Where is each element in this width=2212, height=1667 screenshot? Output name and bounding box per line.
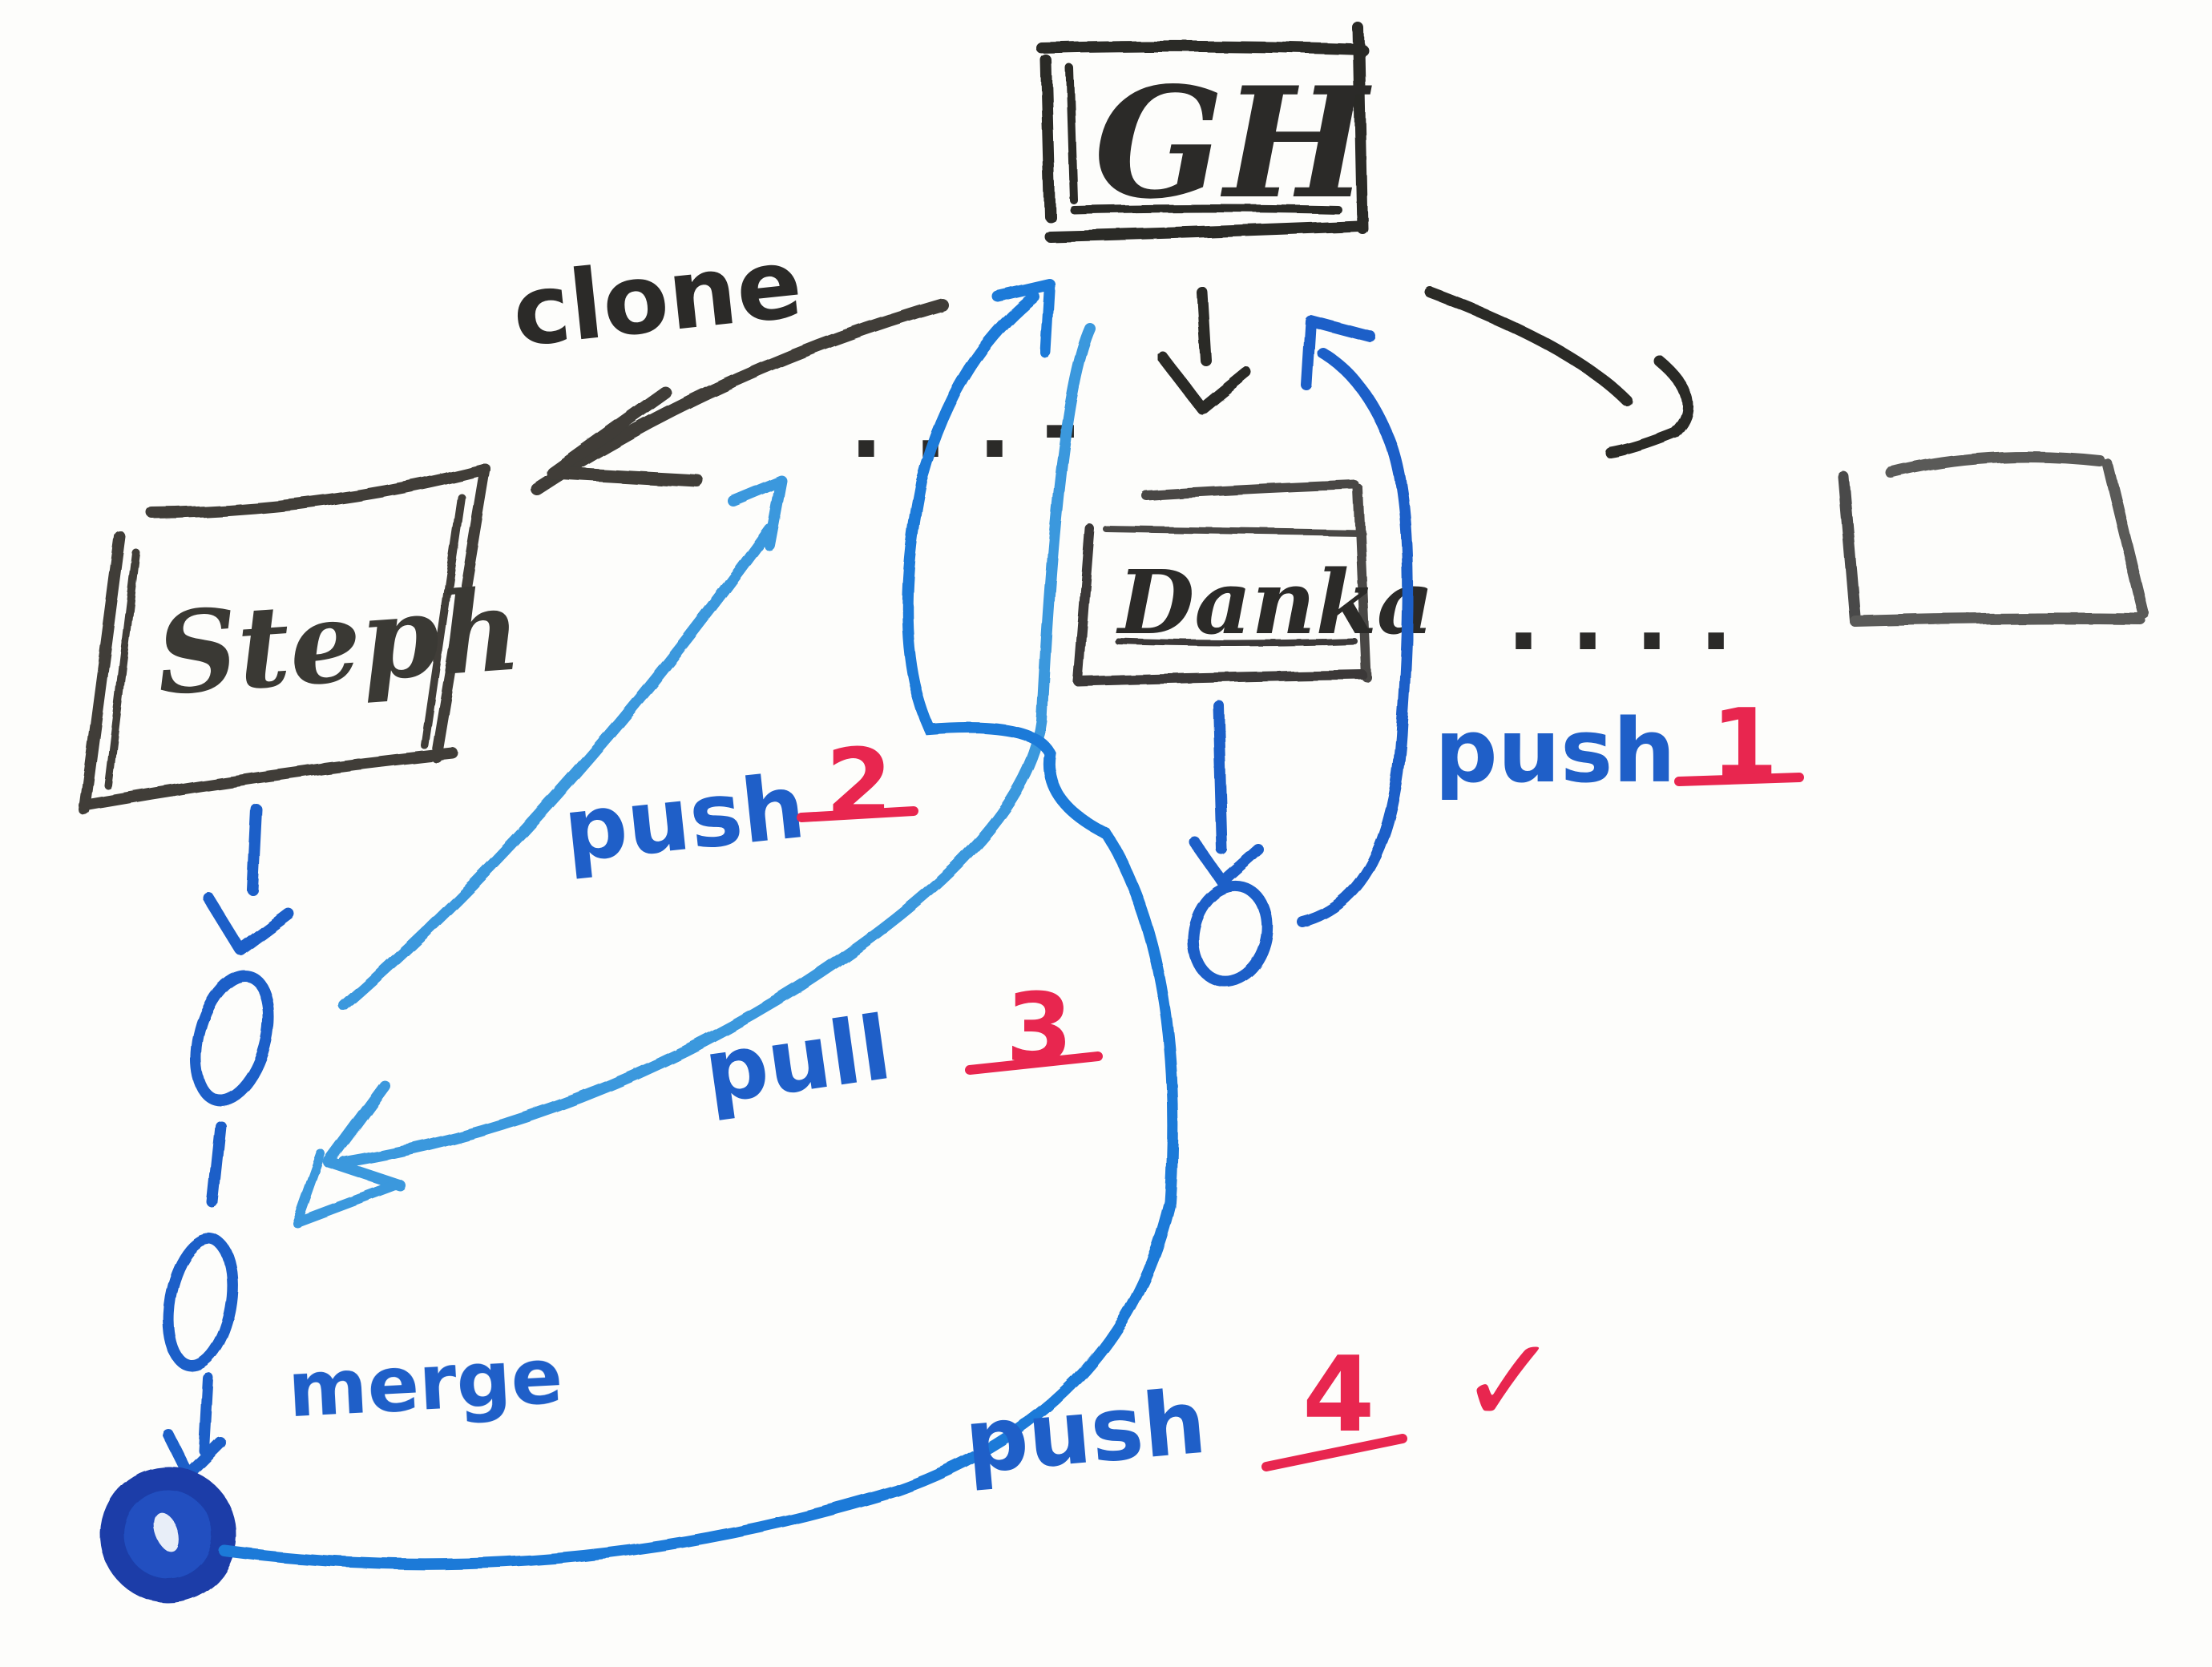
danka-box-inner-bottom (1115, 638, 1358, 647)
danka-box-inner-top (1103, 526, 1366, 536)
push2-underline (797, 806, 918, 822)
gh-box-inner-bottom (1070, 204, 1342, 214)
push2-word: push (559, 755, 809, 882)
other-box-right (2102, 459, 2149, 619)
steph-commit-1 (190, 969, 275, 1107)
danka-box-right (1354, 484, 1371, 682)
steph-box-left (79, 531, 126, 815)
pull3-arrow (292, 323, 1096, 1227)
danka-node (1073, 480, 1371, 686)
merge-label: merge (286, 1332, 565, 1435)
push2-arrow-head (728, 475, 787, 551)
push4-arrow (219, 279, 1179, 1570)
danka-box-top (1141, 480, 1359, 500)
push2-arrow (339, 475, 787, 1011)
steph-box-right (431, 463, 490, 763)
gh-box-right (1353, 22, 1368, 234)
push4-word: push (961, 1370, 1210, 1494)
danka-label: Danka (1116, 551, 1434, 654)
steph-down-arrow-head (203, 892, 294, 955)
clone-arrow-shaft (531, 298, 948, 495)
danka-commit-chain (1187, 700, 1274, 987)
steph-label: Steph (152, 564, 525, 720)
other-clone-node (1838, 451, 2149, 627)
push4-arrow-head (992, 279, 1056, 358)
clone-arrow (531, 298, 948, 495)
other-box-left (1838, 471, 1861, 627)
gh-box-inner-left (1066, 64, 1078, 204)
gh-box-bottom (1044, 220, 1364, 242)
push1-arrow-shaft (1297, 347, 1414, 927)
gh-box-top (1036, 40, 1368, 55)
steph-commit-2 (163, 1233, 238, 1372)
gh-right-arrow-head (1605, 355, 1693, 458)
danka-box-bottom (1073, 670, 1367, 686)
merge-down-arrow-shaft (199, 1373, 214, 1456)
pull3-arrow-head-2 (292, 1149, 398, 1227)
ellipsis-middle: . . . - (850, 375, 1079, 478)
danka-down-arrow-shaft (1213, 700, 1228, 855)
steph-box-inner-left (104, 549, 140, 789)
danka-commit (1187, 880, 1274, 987)
gh-node (1036, 22, 1368, 242)
push1-arrow-head (1301, 315, 1376, 390)
gh-down-arrow-shaft (1197, 287, 1212, 366)
gh-down-arrow-head (1156, 351, 1252, 414)
other-box-bottom (1850, 612, 2145, 627)
gh-label: GH (1094, 54, 1372, 232)
push1-underline (1674, 773, 1804, 786)
merge-commit-inner (154, 1512, 180, 1552)
push2-arrow-shaft (339, 523, 775, 1011)
push4-underline (1261, 1434, 1407, 1471)
push4-check: ✓ (1459, 1312, 1560, 1451)
pull3-underline (965, 1051, 1103, 1075)
gh-box-left (1040, 54, 1056, 222)
danka-down-arrow-head (1189, 836, 1264, 887)
pull3-arrow-head (323, 1080, 406, 1192)
push1-arrow (1297, 315, 1414, 927)
commit-link-1 (207, 1120, 226, 1208)
clone-arrow-head (547, 386, 704, 487)
steph-box-top (147, 463, 490, 519)
steph-box-bottom (79, 748, 458, 811)
push4-arrow-shaft (219, 291, 1179, 1570)
push4-number: 4 (1302, 1334, 1374, 1455)
pull3-word: pull (698, 996, 897, 1124)
gh-right-arrow-shaft (1425, 287, 1633, 406)
other-box-top (1886, 451, 2105, 478)
clone-label: clone (507, 228, 807, 369)
pull3-arrow-shaft (339, 323, 1096, 1168)
steph-down-arrow-shaft (247, 804, 262, 895)
push1-word: push (1435, 700, 1676, 802)
steph-commit-chain (100, 804, 294, 1603)
steph-box-inner-right (421, 493, 465, 749)
push2-number: 2 (825, 729, 893, 841)
gh-to-danka-arrow (1156, 287, 1252, 414)
danka-box-left (1073, 524, 1095, 686)
gh-to-other-arrow (1425, 287, 1693, 458)
ellipsis-right: . . . . (1507, 567, 1733, 670)
steph-node (79, 463, 490, 815)
